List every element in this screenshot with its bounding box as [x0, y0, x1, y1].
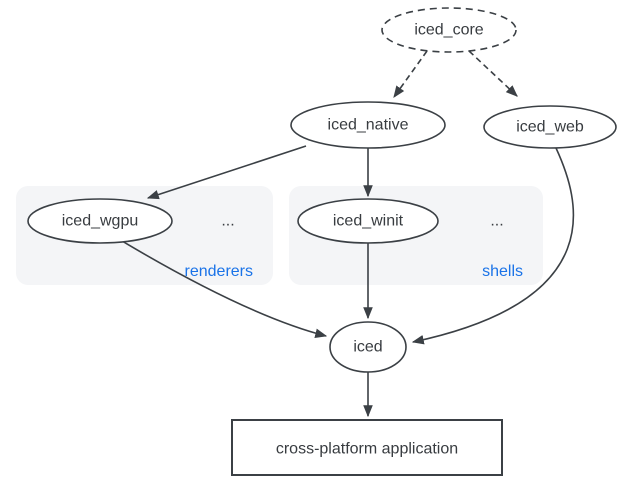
node-iced-shape: [329, 321, 407, 373]
edge-iced-core-to-iced-web: [468, 50, 518, 97]
diagram-nodes: [27, 7, 617, 476]
renderers-ellipsis: ...: [221, 213, 234, 230]
diagram-labels: iced_core iced_native iced_web iced_wgpu…: [62, 22, 584, 458]
node-cross-platform-application-shape: [231, 419, 503, 476]
renderers-group-label: renderers: [185, 263, 253, 280]
node-iced-wgpu-shape: [27, 198, 173, 244]
node-iced-winit-shape: [297, 198, 439, 244]
edge-iced-web-to-iced: [411, 147, 575, 345]
node-cross-platform-application-label: cross-platform application: [276, 441, 458, 458]
node-iced-web-label: iced_web: [516, 119, 584, 136]
node-iced-native-shape: [290, 101, 446, 149]
node-iced-winit-label: iced_winit: [333, 213, 404, 230]
group-labels: renderers shells: [185, 263, 523, 280]
node-iced-web-shape: [483, 105, 617, 149]
edge-iced-wgpu-to-iced: [121, 240, 328, 338]
shells-ellipsis: ...: [490, 213, 503, 230]
edge-iced-core-to-iced-native: [393, 50, 428, 98]
node-iced-label: iced: [353, 339, 382, 356]
shells-group-label: shells: [482, 263, 523, 280]
edge-iced-native-to-iced-wgpu: [146, 145, 307, 200]
node-iced-native-label: iced_native: [328, 117, 409, 134]
node-iced-core-label: iced_core: [414, 22, 483, 39]
node-iced-wgpu-label: iced_wgpu: [62, 213, 139, 230]
node-iced-core-shape: [381, 7, 517, 53]
diagram-edges: [121, 50, 575, 418]
